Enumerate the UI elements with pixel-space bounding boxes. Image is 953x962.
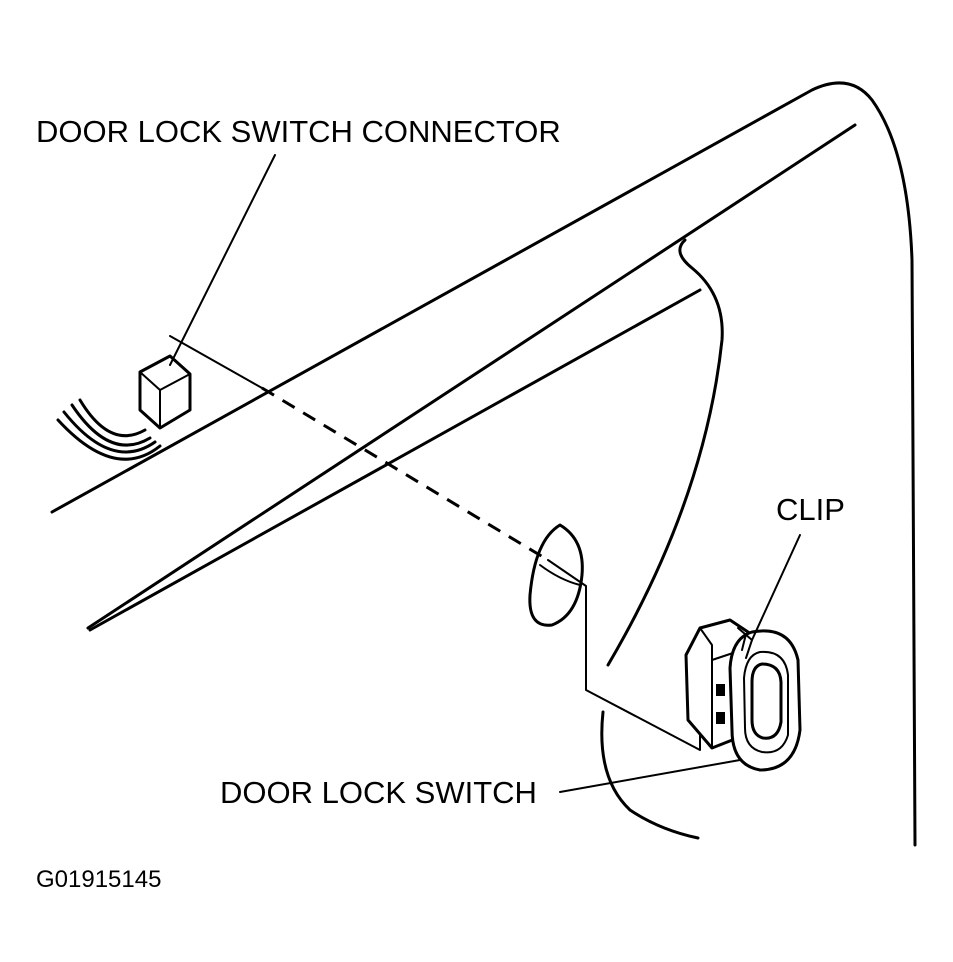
- mounting-hole-outline: [528, 523, 584, 627]
- door-lock-switch-connector: [56, 354, 192, 461]
- connector-wire-1: [78, 398, 147, 438]
- door-outer-edge: [50, 81, 917, 847]
- leader-lines: [169, 154, 801, 793]
- armrest-contour: [606, 238, 724, 667]
- clip-leader-line: [751, 534, 801, 641]
- connector-body: [138, 354, 192, 430]
- door-lock-switch: [684, 618, 802, 772]
- clip-label: CLIP: [776, 492, 845, 527]
- switch-bezel-inner: [743, 650, 789, 754]
- door-panel: [50, 81, 917, 847]
- alignment-line: [169, 335, 701, 751]
- door-top-rail: [86, 123, 857, 630]
- connector-wire-4: [56, 418, 162, 461]
- connector-wire-2: [70, 403, 152, 447]
- mounting-hole-inner-edge: [539, 564, 581, 586]
- connector-label: DOOR LOCK SWITCH CONNECTOR: [36, 114, 561, 149]
- connector-wire-3: [62, 410, 157, 454]
- switch-clip-slot-upper: [716, 684, 725, 696]
- armrest-lower-edge: [88, 288, 702, 632]
- connector-leader-line: [169, 154, 276, 366]
- door-pocket-curve: [600, 710, 700, 840]
- alignment-line-end: [547, 559, 701, 751]
- figure-id-label: G01915145: [36, 866, 161, 893]
- alignment-line-dashed: [261, 386, 549, 562]
- connector-face-edge: [139, 371, 191, 429]
- switch-rocker-button: [750, 662, 783, 740]
- alignment-line-start: [169, 335, 263, 389]
- switch-leader-line: [559, 759, 741, 793]
- switch-mounting-hole: [528, 523, 584, 627]
- switch-label: DOOR LOCK SWITCH: [220, 775, 537, 810]
- switch-clip-slot-lower: [716, 712, 725, 724]
